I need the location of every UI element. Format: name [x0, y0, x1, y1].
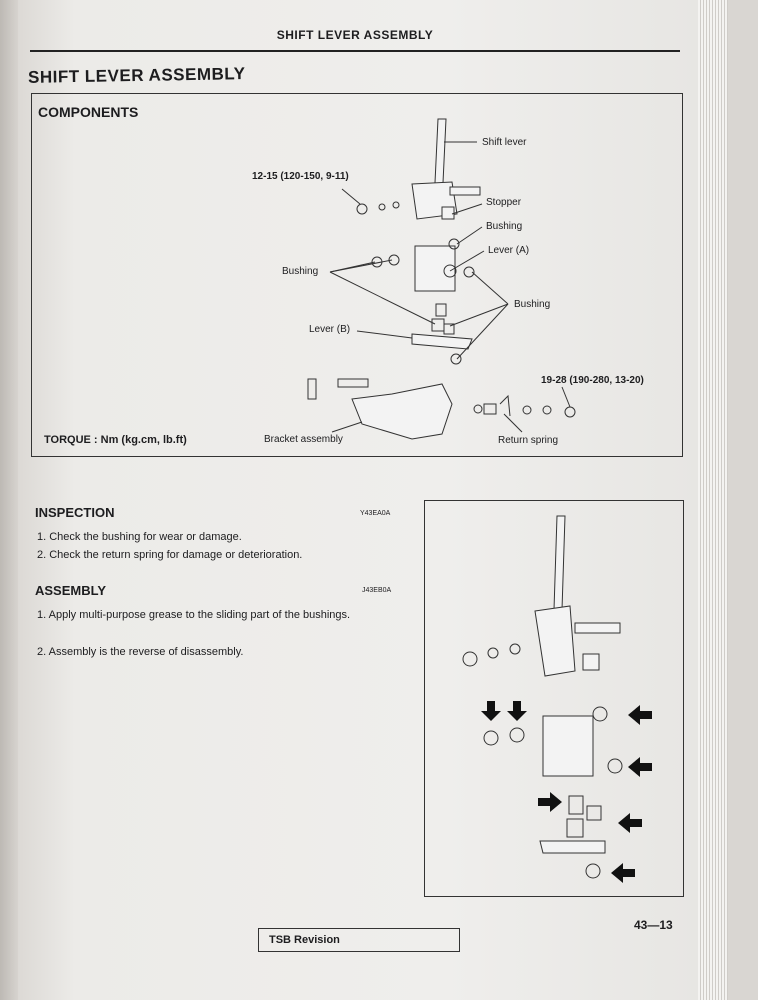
assembly-code: J43EB0A [362, 587, 392, 594]
arrow-icons [481, 701, 652, 883]
inspection-step: 2. Check the return spring for damage or… [37, 549, 303, 561]
label-lever-a: Lever (A) [488, 245, 530, 256]
grease-points-diagram [462, 515, 652, 883]
header-rule [30, 50, 680, 52]
components-heading: COMPONENTS [38, 104, 139, 120]
label-stopper: Stopper [486, 197, 522, 208]
torque-units: TORQUE : Nm (kg.cm, lb.ft) [44, 434, 187, 446]
inspection-step: 1. Check the bushing for wear or damage. [37, 531, 242, 543]
label-bracket-assembly: Bracket assembly [264, 434, 343, 445]
grease-points-figure [424, 500, 684, 897]
page-number: 43—13 [634, 918, 673, 932]
components-figure: COMPONENTS Shift lever 12-15 ( [31, 93, 683, 457]
exploded-view-diagram [307, 118, 576, 440]
label-shift-lever: Shift lever [482, 137, 527, 148]
page-stack-edge [698, 0, 728, 1000]
running-header: SHIFT LEVER ASSEMBLY [276, 28, 434, 42]
assembly-step: 1. Apply multi-purpose grease to the sli… [37, 609, 351, 621]
inspection-heading: INSPECTION [35, 505, 115, 520]
page-title: SHIFT LEVER ASSEMBLY [27, 64, 246, 87]
label-torque-bottom: 19-28 (190-280, 13-20) [541, 375, 644, 386]
label-return-spring: Return spring [498, 435, 559, 446]
label-torque-top: 12-15 (120-150, 9-11) [252, 171, 349, 182]
label-bushing: Bushing [486, 221, 523, 232]
inspection-code: Y43EA0A [360, 510, 391, 517]
assembly-heading: ASSEMBLY [35, 583, 107, 598]
label-bushing-left: Bushing [282, 266, 319, 277]
assembly-step: 2. Assembly is the reverse of disassembl… [37, 646, 244, 658]
label-bushing-right: Bushing [514, 299, 551, 310]
tsb-revision-box: TSB Revision [258, 928, 460, 952]
label-lever-b: Lever (B) [309, 324, 351, 335]
